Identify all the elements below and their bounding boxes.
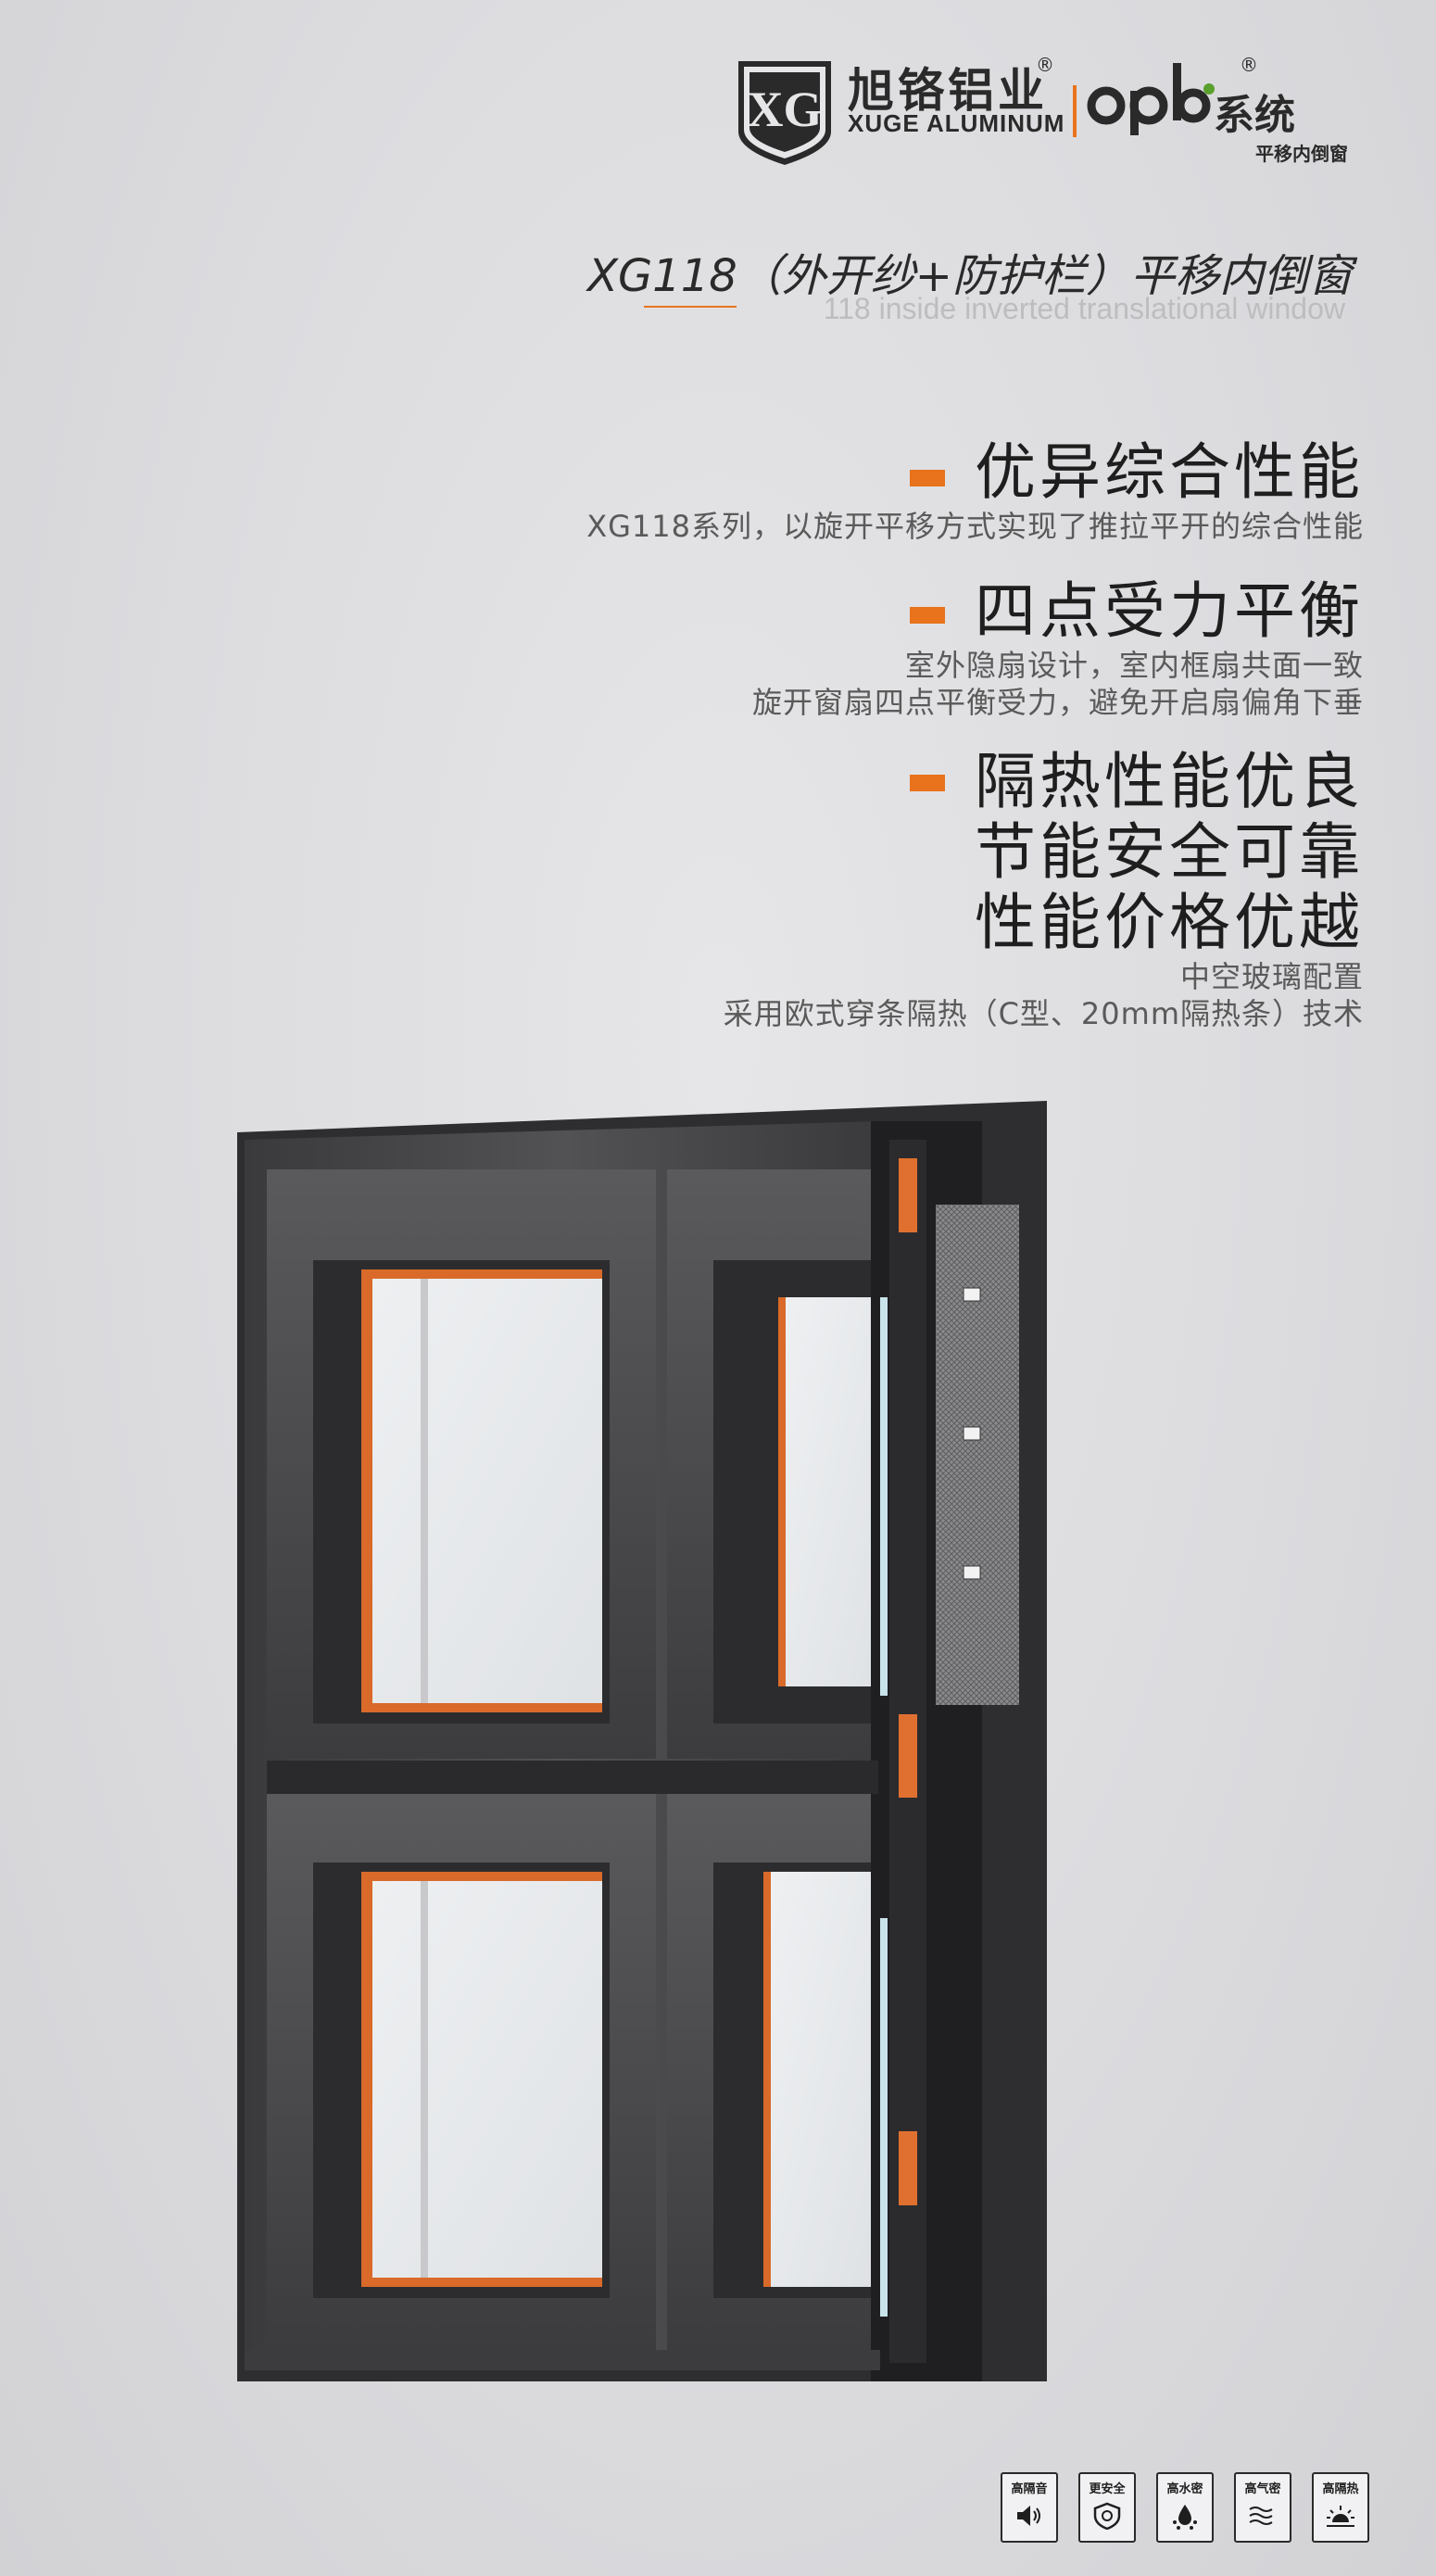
- speaker-icon: [1017, 2506, 1040, 2526]
- feature-block-1: 优异综合性能 XG118系列，以旋开平移方式实现了推拉平开的综合性能: [586, 437, 1364, 545]
- registered-mark: ®: [1036, 54, 1054, 76]
- brand-name-en: XUGE ALUMINUM: [848, 109, 1065, 137]
- logo-divider: [1073, 85, 1077, 137]
- feature-desc: 旋开窗扇四点平衡受力，避免开启扇偏角下垂: [751, 685, 1364, 720]
- feature-block-2: 四点受力平衡 室外隐扇设计，室内框扇共面一致 旋开窗扇四点平衡受力，避免开启扇偏…: [752, 576, 1364, 721]
- system-label: 系统: [1214, 92, 1295, 139]
- feature-desc: XG118系列，以旋开平移方式实现了推拉平开的综合性能: [586, 509, 1364, 544]
- title-accent-line: [644, 306, 737, 308]
- brand-name-cn: 旭铬铝业: [848, 64, 1048, 118]
- feature-desc: 中空玻璃配置: [1179, 959, 1364, 994]
- badge-heat-insulation: 高隔热: [1312, 2472, 1369, 2543]
- feature-block-3: 隔热性能优良 节能安全可靠 性能价格优越 中空玻璃配置 采用欧式穿条隔热（C型、…: [724, 747, 1364, 1032]
- feature-desc: 采用欧式穿条隔热（C型、20mm隔热条）技术: [723, 996, 1364, 1031]
- shield-icon: [1093, 2502, 1121, 2530]
- feature-bullet: [910, 470, 945, 486]
- product-title: XG118（外开纱+防护栏）平移内倒窗: [587, 250, 1353, 302]
- feature-bullet: [910, 775, 945, 791]
- product-subtitle: 118 inside inverted translational window: [823, 292, 1345, 325]
- sun-icon: [1327, 2506, 1354, 2527]
- feature-title: 优异综合性能: [975, 436, 1364, 508]
- system-sub-label: 平移内倒窗: [1255, 143, 1348, 165]
- badge-air-tightness: 高气密: [1234, 2472, 1291, 2543]
- badge-safety: 更安全: [1078, 2472, 1136, 2543]
- opk-logo: [1087, 63, 1215, 135]
- feature-title: 性能价格优越: [975, 887, 1364, 958]
- badge-sound-insulation: 高隔音: [1001, 2472, 1058, 2543]
- feature-desc: 室外隐扇设计，室内框扇共面一致: [904, 648, 1364, 683]
- feature-title: 节能安全可靠: [975, 816, 1364, 888]
- badge-water-tightness: 高水密: [1156, 2472, 1214, 2543]
- feature-title: 四点受力平衡: [975, 575, 1364, 647]
- svg-text:XG: XG: [748, 82, 823, 137]
- window-profile-render: [237, 1101, 1047, 2381]
- xuge-shield-logo: XG: [738, 61, 831, 165]
- wind-icon: [1249, 2507, 1273, 2525]
- water-drop-icon: [1173, 2505, 1197, 2530]
- feature-bullet: [910, 607, 945, 624]
- opk-registered-mark: ®: [1240, 54, 1258, 76]
- feature-title: 隔热性能优良: [975, 746, 1364, 817]
